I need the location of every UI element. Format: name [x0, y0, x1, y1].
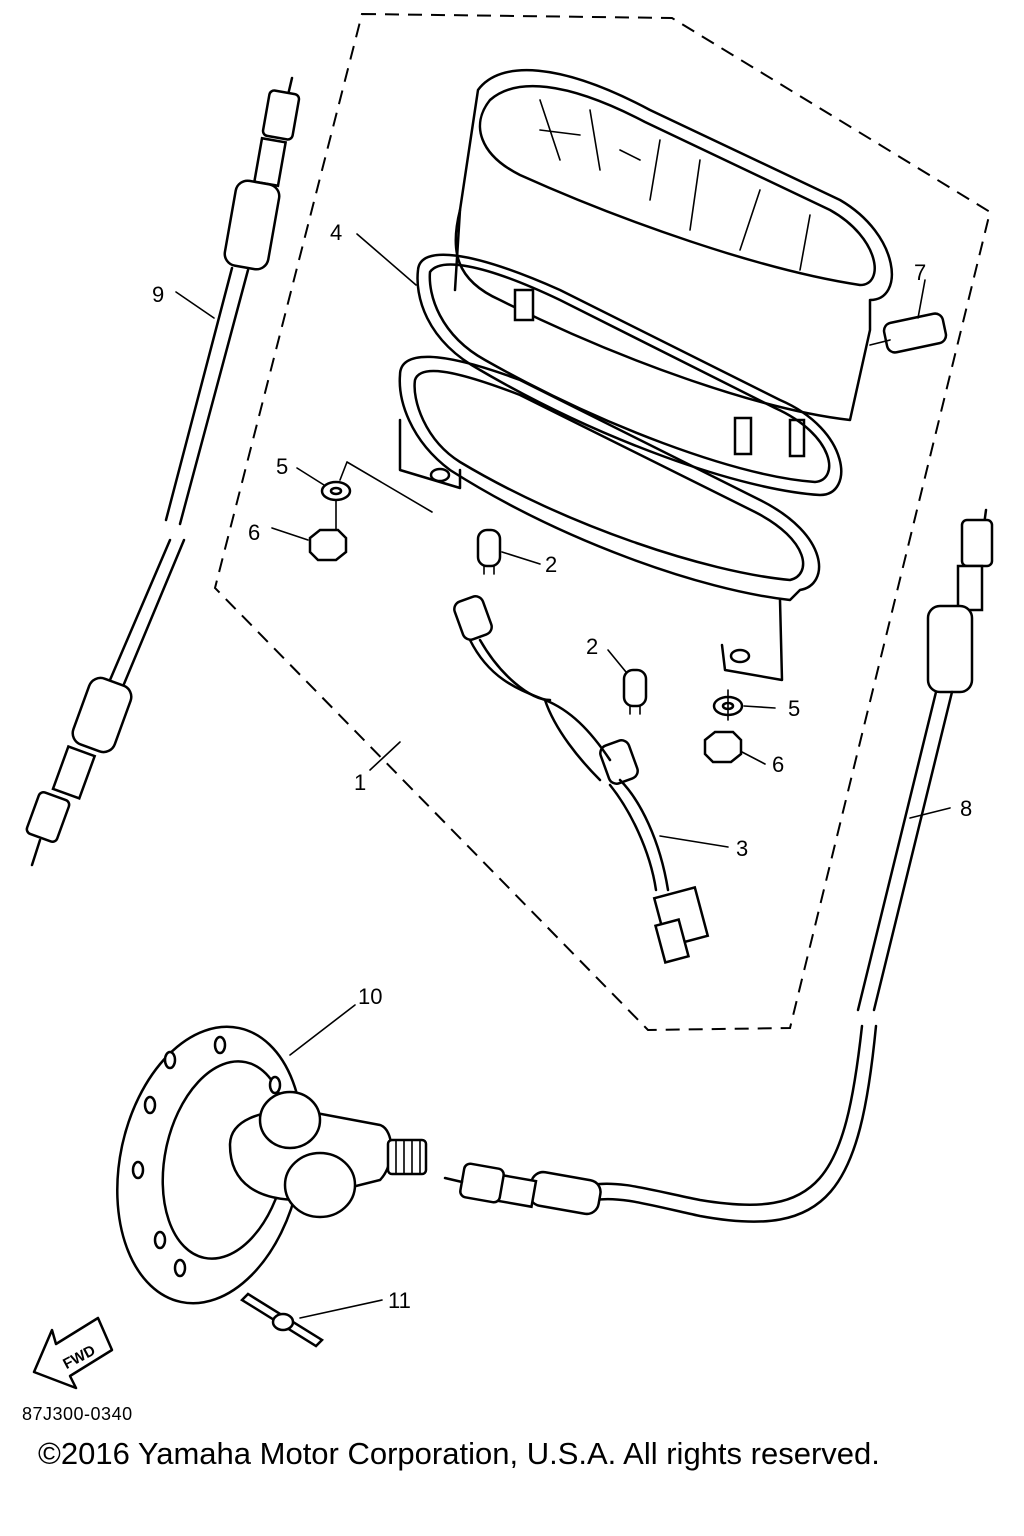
leader-lines — [175, 233, 951, 1319]
wire-harness — [453, 595, 710, 964]
drive-pin — [240, 1292, 324, 1348]
callout-2-right: 2 — [586, 634, 598, 659]
washer-left — [320, 480, 352, 502]
nut-right — [703, 730, 743, 764]
fwd-label: FWD — [60, 1342, 98, 1373]
callout-3: 3 — [736, 836, 748, 861]
meter-assembly-boundary — [213, 12, 992, 1032]
fwd-arrow-icon: FWD — [32, 1316, 114, 1390]
callout-6-right: 6 — [772, 752, 784, 777]
cable-right — [443, 508, 994, 1223]
callout-8: 8 — [960, 796, 972, 821]
bulb-right — [622, 668, 648, 715]
callout-11: 11 — [388, 1288, 411, 1313]
callout-5-left: 5 — [276, 454, 288, 479]
nut-left — [308, 528, 348, 562]
meter-bracket — [398, 355, 821, 682]
callout-4: 4 — [330, 220, 342, 245]
cable-left — [25, 76, 301, 867]
callout-9: 9 — [152, 282, 164, 307]
callout-7: 7 — [914, 260, 926, 285]
callout-10: 10 — [358, 984, 382, 1009]
copyright-notice: ©2016 Yamaha Motor Corporation, U.S.A. A… — [38, 1436, 880, 1471]
gasket — [416, 253, 843, 497]
callout-1: 1 — [354, 770, 366, 795]
diagram-code: 87J300-0340 — [22, 1404, 133, 1424]
bulb-left — [476, 528, 502, 575]
meter-gear-unit — [116, 1025, 428, 1305]
callout-6-left: 6 — [248, 520, 260, 545]
meter-housing — [453, 69, 948, 458]
callout-5-right: 5 — [788, 696, 800, 721]
callout-2-left: 2 — [545, 552, 557, 577]
